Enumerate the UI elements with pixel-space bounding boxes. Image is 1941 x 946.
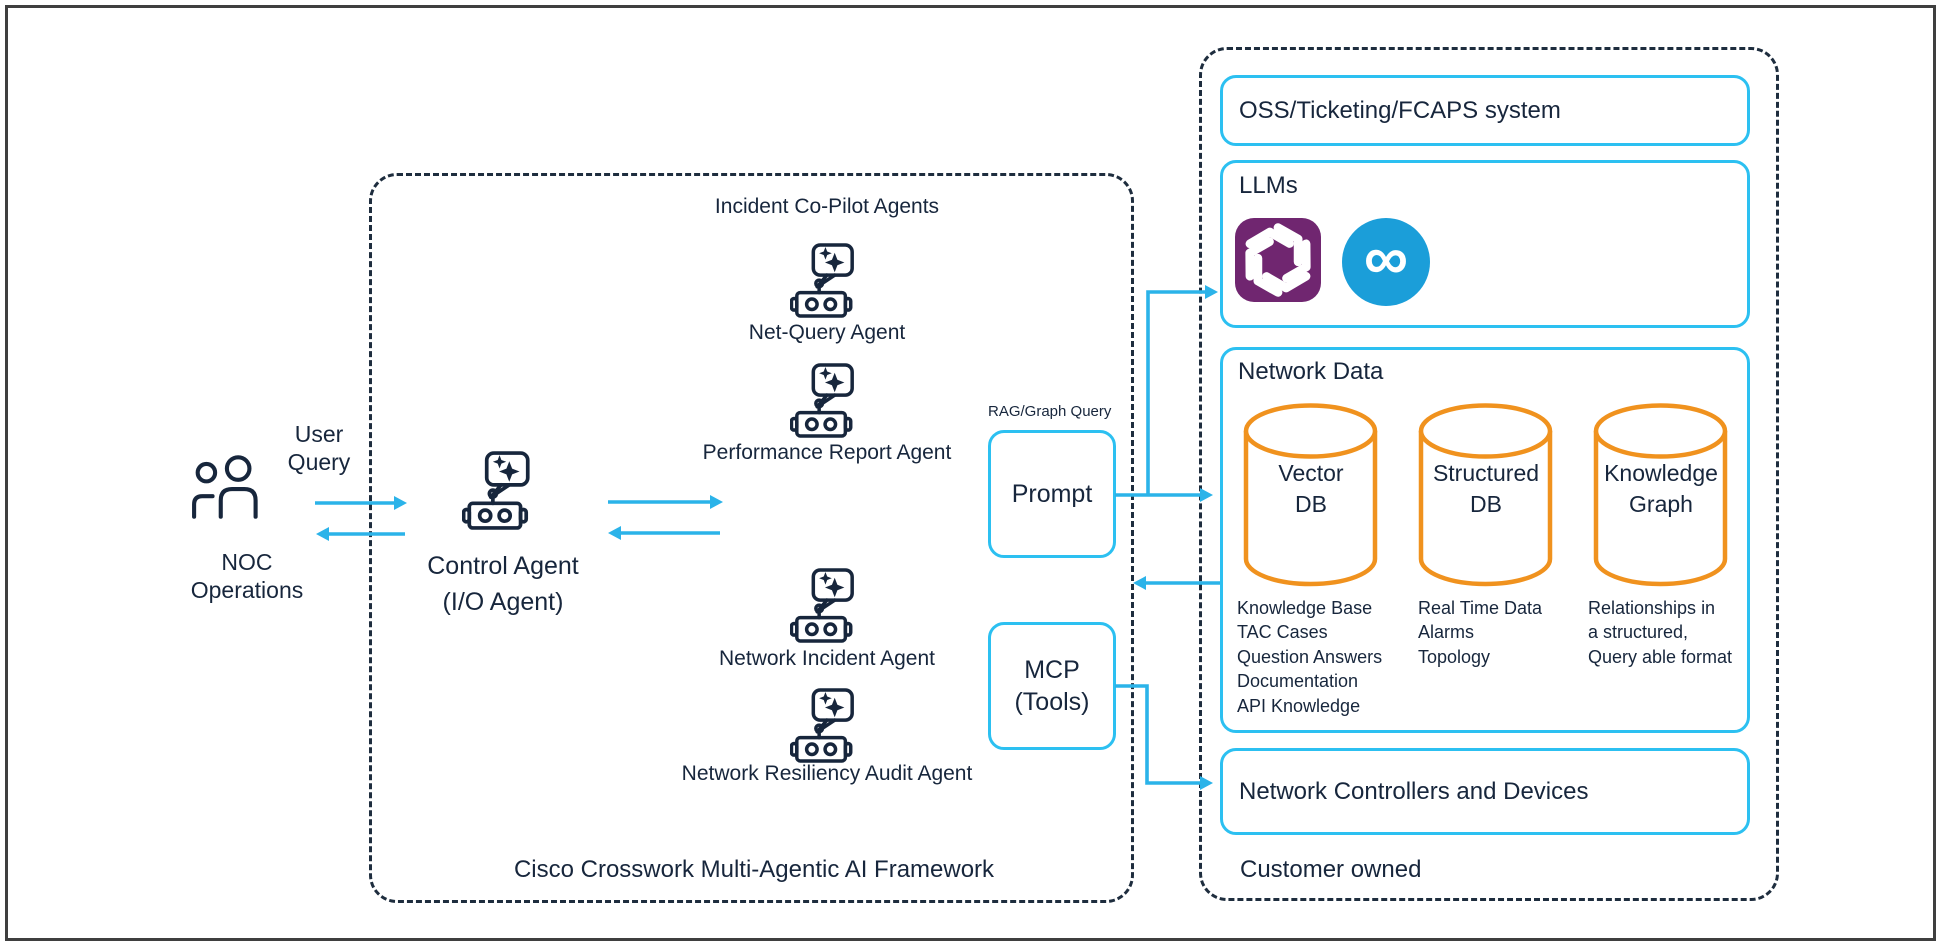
llms-label: LLMs <box>1239 172 1298 199</box>
customer-owned-label: Customer owned <box>1240 856 1422 883</box>
knowledge-graph-label: Knowledge Graph <box>1604 460 1718 518</box>
oss-ticketing-label: OSS/Ticketing/FCAPS system <box>1239 96 1561 124</box>
user-query-label: User Query <box>287 421 351 476</box>
oss-ticketing-box: OSS/Ticketing/FCAPS system <box>1220 75 1750 146</box>
framework-title: Incident Co-Pilot Agents <box>714 195 940 218</box>
prompt-label: Prompt <box>1011 479 1093 508</box>
structured-db-details: Real Time Data Alarms Topology <box>1418 598 1543 667</box>
noc-operations-label: NOC Operations <box>190 549 304 604</box>
openai-logo-icon <box>1235 218 1321 302</box>
llms-box: LLMs ∞ <box>1220 160 1750 328</box>
network-incident-agent-icon <box>790 568 854 643</box>
structured-db-label: Structured DB <box>1432 460 1540 518</box>
network-controllers-label: Network Controllers and Devices <box>1239 777 1589 805</box>
control-agent-label: Control Agent (I/O Agent) <box>427 552 579 617</box>
vector-db-label: Vector DB <box>1278 460 1344 518</box>
image-frame <box>5 5 1936 941</box>
vector-db-details: Knowledge Base TAC Cases Question Answer… <box>1237 598 1383 716</box>
net-query-agent-label: Net-Query Agent <box>748 321 906 344</box>
net-query-agent-icon <box>790 243 854 318</box>
mcp-label: MCP (Tools) <box>1014 655 1090 717</box>
framework-box <box>369 173 1134 903</box>
network-resiliency-audit-agent-label: Network Resiliency Audit Agent <box>681 762 973 785</box>
performance-report-agent-label: Performance Report Agent <box>702 441 952 464</box>
vector-db-cylinder <box>1243 403 1378 587</box>
performance-report-agent-icon <box>790 363 854 438</box>
knowledge-graph-cylinder <box>1593 403 1728 587</box>
meta-logo-icon: ∞ <box>1342 218 1430 306</box>
network-resiliency-audit-agent-icon <box>790 688 854 763</box>
network-controllers-box: Network Controllers and Devices <box>1220 748 1750 835</box>
framework-caption: Cisco Crosswork Multi-Agentic AI Framewo… <box>513 856 995 883</box>
mcp-box: MCP (Tools) <box>988 622 1116 750</box>
noc-operators-icon <box>190 455 272 519</box>
network-incident-agent-label: Network Incident Agent <box>719 647 935 670</box>
network-data-label: Network Data <box>1238 358 1384 385</box>
control-agent-icon <box>462 451 530 530</box>
knowledge-graph-details: Relationships in a structured, Query abl… <box>1588 598 1733 667</box>
rag-graph-query-label: RAG/Graph Query <box>988 403 1112 420</box>
structured-db-cylinder <box>1418 403 1553 587</box>
prompt-box: Prompt <box>988 430 1116 558</box>
